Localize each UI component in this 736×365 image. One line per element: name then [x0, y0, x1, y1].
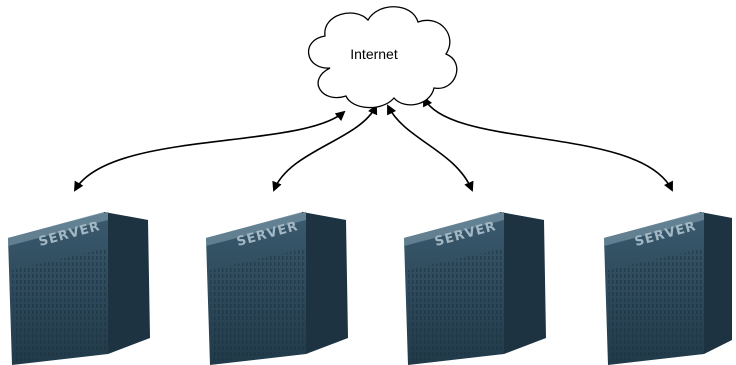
server-1: SERVER — [8, 212, 150, 365]
arrow-cloud-server-4 — [423, 96, 673, 192]
arrow-cloud-server-2 — [272, 104, 378, 192]
arrow-cloud-server-3 — [387, 104, 474, 192]
server-3: SERVER — [404, 212, 546, 365]
servers: SERVER SERVER SERVER — [8, 212, 732, 365]
cloud-label: Internet — [350, 46, 398, 62]
server-icon — [8, 212, 150, 365]
server-icon — [206, 212, 348, 365]
internet-cloud: Internet — [307, 6, 458, 109]
server-4: SERVER — [604, 212, 732, 365]
connection-arrows — [73, 96, 673, 192]
server-2: SERVER — [206, 212, 348, 365]
server-icon — [404, 212, 546, 365]
server-icon — [604, 212, 732, 365]
arrow-cloud-server-1 — [73, 110, 346, 192]
cloud-icon — [307, 6, 458, 109]
